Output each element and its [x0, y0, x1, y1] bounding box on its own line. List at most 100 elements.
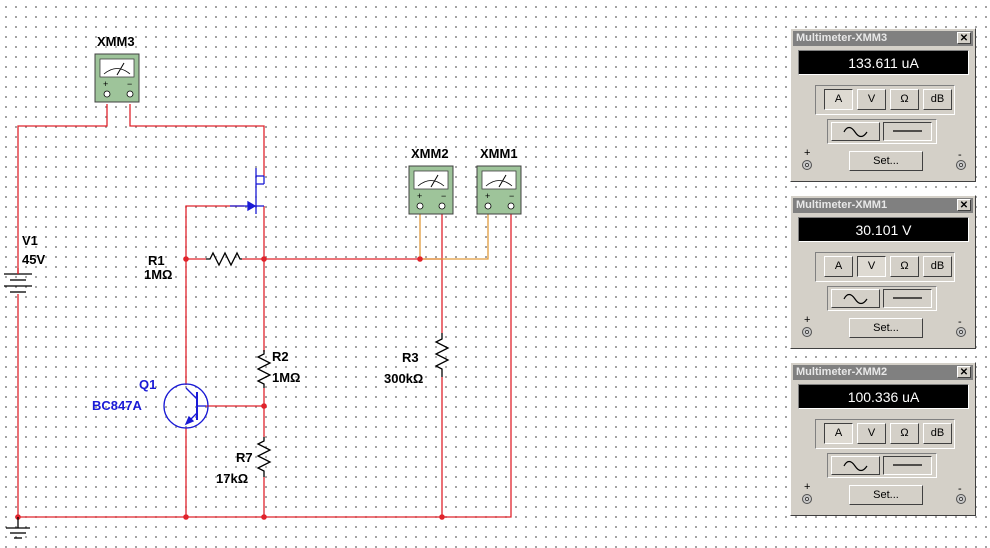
- r2-value-label: 1MΩ: [272, 370, 300, 385]
- ac-mode-button[interactable]: [831, 122, 880, 141]
- r3-resistor-icon[interactable]: [434, 333, 450, 377]
- wire-xmm1-plus[interactable]: [442, 212, 489, 260]
- wires: [17, 104, 512, 518]
- xmm2-ref-label: XMM2: [411, 146, 449, 161]
- multimeter-title-bar[interactable]: Multimeter-XMM2 ✕: [793, 365, 973, 380]
- wire-xmm3-drain[interactable]: [129, 104, 265, 176]
- r7-ref-label: R7: [236, 450, 253, 465]
- set-button[interactable]: Set...: [849, 318, 923, 338]
- r1-value-label: 1MΩ: [144, 267, 172, 282]
- xmm1-ref-label: XMM1: [480, 146, 518, 161]
- xmm3-instrument-icon[interactable]: + −: [94, 53, 140, 103]
- xmm3-ref-label: XMM3: [97, 34, 135, 49]
- v1-battery-icon[interactable]: [4, 268, 32, 293]
- minus-terminal-label: -: [958, 316, 962, 328]
- svg-text:−: −: [509, 191, 514, 201]
- ammeter-mode-button[interactable]: A: [824, 423, 853, 444]
- close-button[interactable]: ✕: [957, 366, 971, 378]
- r7-resistor-icon[interactable]: [256, 437, 272, 477]
- r2-resistor-icon[interactable]: [256, 350, 272, 388]
- dc-mode-button[interactable]: [883, 456, 932, 475]
- multimeter-reading-display: 30.101 V: [798, 217, 969, 242]
- multimeter-reading-display: 100.336 uA: [798, 384, 969, 409]
- voltmeter-mode-button[interactable]: V: [857, 423, 886, 444]
- r1-resistor-icon[interactable]: [206, 251, 242, 267]
- svg-text:+: +: [485, 191, 490, 201]
- signal-mode-group: [827, 286, 937, 311]
- wire-v1-xmm3[interactable]: [17, 104, 108, 274]
- svg-text:−: −: [127, 79, 132, 89]
- ac-mode-button[interactable]: [831, 289, 880, 308]
- voltmeter-mode-button[interactable]: V: [857, 256, 886, 277]
- set-button[interactable]: Set...: [849, 151, 923, 171]
- ac-wave-icon: [843, 126, 868, 138]
- close-icon: ✕: [959, 367, 969, 378]
- ammeter-mode-button[interactable]: A: [824, 256, 853, 277]
- ac-mode-button[interactable]: [831, 456, 880, 475]
- voltmeter-mode-button[interactable]: V: [857, 89, 886, 110]
- svg-text:+: +: [417, 191, 422, 201]
- dc-line-icon: [893, 297, 922, 299]
- v1-value-label: 45V: [22, 252, 45, 267]
- plus-terminal-label: +: [804, 314, 811, 326]
- decibel-mode-button[interactable]: dB: [923, 256, 952, 277]
- multimeter-title-bar[interactable]: Multimeter-XMM1 ✕: [793, 198, 973, 213]
- close-button[interactable]: ✕: [957, 32, 971, 44]
- ammeter-mode-button[interactable]: A: [824, 89, 853, 110]
- xmm2-instrument-icon[interactable]: + −: [408, 165, 454, 215]
- signal-mode-group: [827, 119, 937, 144]
- ohmmeter-mode-button[interactable]: Ω: [890, 89, 919, 110]
- q1-ref-label: Q1: [139, 377, 156, 392]
- close-button[interactable]: ✕: [957, 199, 971, 211]
- v1-ref-label: V1: [22, 233, 38, 248]
- ground-icon: [6, 517, 30, 539]
- multimeter-title: Multimeter-XMM3: [796, 32, 888, 44]
- xmm1-instrument-icon[interactable]: + −: [476, 165, 522, 215]
- minus-terminal-icon[interactable]: [956, 494, 966, 504]
- plus-terminal-label: +: [804, 481, 811, 493]
- ac-wave-icon: [843, 293, 868, 305]
- dc-mode-button[interactable]: [883, 122, 932, 141]
- plus-terminal-icon[interactable]: [802, 327, 812, 337]
- wire-xmm2-minus[interactable]: [419, 212, 442, 260]
- dc-line-icon: [893, 130, 922, 132]
- r3-ref-label: R3: [402, 350, 419, 365]
- plus-terminal-label: +: [804, 147, 811, 159]
- r3-value-label: 300kΩ: [384, 371, 423, 386]
- minus-terminal-icon[interactable]: [956, 160, 966, 170]
- dc-mode-button[interactable]: [883, 289, 932, 308]
- q1-transistor-icon[interactable]: [163, 383, 209, 429]
- set-button[interactable]: Set...: [849, 485, 923, 505]
- r1-ref-label: R1: [148, 253, 165, 268]
- plus-terminal-icon[interactable]: [802, 160, 812, 170]
- close-icon: ✕: [959, 33, 969, 44]
- multimeter-title-bar[interactable]: Multimeter-XMM3 ✕: [793, 31, 973, 46]
- q1-value-label: BC847A: [92, 398, 142, 413]
- svg-text:−: −: [441, 191, 446, 201]
- wire-gate[interactable]: [185, 205, 244, 259]
- plus-terminal-icon[interactable]: [802, 494, 812, 504]
- signal-mode-group: [827, 453, 937, 478]
- decibel-mode-button[interactable]: dB: [923, 89, 952, 110]
- multimeter-reading-display: 133.611 uA: [798, 50, 969, 75]
- svg-text:+: +: [103, 79, 108, 89]
- ac-wave-icon: [843, 460, 868, 472]
- ohmmeter-mode-button[interactable]: Ω: [890, 256, 919, 277]
- multimeter-title: Multimeter-XMM1: [796, 199, 888, 211]
- jfet-icon[interactable]: [230, 168, 265, 214]
- close-icon: ✕: [959, 200, 969, 211]
- dc-line-icon: [893, 464, 922, 466]
- minus-terminal-icon[interactable]: [956, 327, 966, 337]
- multimeter-title: Multimeter-XMM2: [796, 366, 888, 378]
- r2-ref-label: R2: [272, 349, 289, 364]
- ohmmeter-mode-button[interactable]: Ω: [890, 423, 919, 444]
- minus-terminal-label: -: [958, 483, 962, 495]
- decibel-mode-button[interactable]: dB: [923, 423, 952, 444]
